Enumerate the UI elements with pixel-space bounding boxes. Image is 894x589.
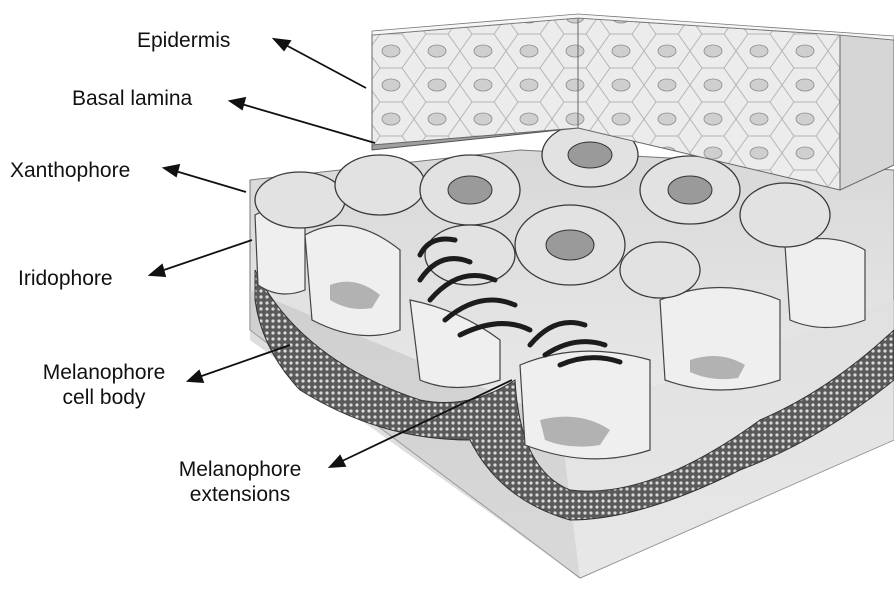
label-basal-lamina: Basal lamina bbox=[72, 86, 192, 111]
label-melanophore-extensions-line1: Melanophore bbox=[160, 457, 320, 482]
label-melanophore-extensions-line2: extensions bbox=[160, 482, 320, 507]
label-melanophore-extensions: Melanophore extensions bbox=[160, 457, 320, 507]
label-melanophore-cell-body-line1: Melanophore bbox=[24, 360, 184, 385]
label-epidermis: Epidermis bbox=[137, 28, 230, 53]
label-melanophore-cell-body: Melanophore cell body bbox=[24, 360, 184, 410]
label-melanophore-cell-body-line2: cell body bbox=[24, 385, 184, 410]
label-xanthophore: Xanthophore bbox=[10, 158, 130, 183]
label-iridophore: Iridophore bbox=[18, 266, 113, 291]
